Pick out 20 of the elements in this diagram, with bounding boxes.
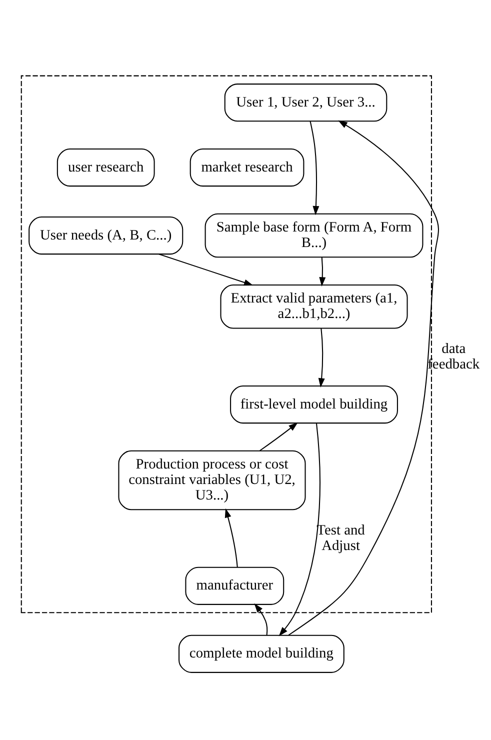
arrow (309, 121, 319, 216)
node-box: Extract valid parameters (a1, a2...b1,b2...) (220, 284, 408, 329)
node-box: user research (56, 148, 154, 187)
arrow (318, 328, 324, 388)
arrow (259, 422, 298, 452)
node-box: User needs (A, B, C...) (28, 216, 183, 255)
node-box: first-level model building (230, 385, 398, 424)
node-box: manufacturer (184, 566, 284, 605)
arrow (278, 423, 320, 636)
edge-label: data feedback (427, 341, 480, 373)
node-box: Sample base form (Form A, Form B...) (204, 213, 423, 258)
arrow (224, 508, 238, 568)
arrow (254, 603, 268, 636)
arrow (288, 120, 438, 636)
node-box: complete model building (178, 634, 344, 673)
node-box: market research (189, 148, 304, 187)
node-box: User 1, User 2, User 3... (224, 84, 387, 122)
arrow (318, 257, 326, 286)
node-box: Production process or cost constraint variables (U1, U2, U3...) (118, 450, 306, 510)
arrow (158, 254, 253, 286)
